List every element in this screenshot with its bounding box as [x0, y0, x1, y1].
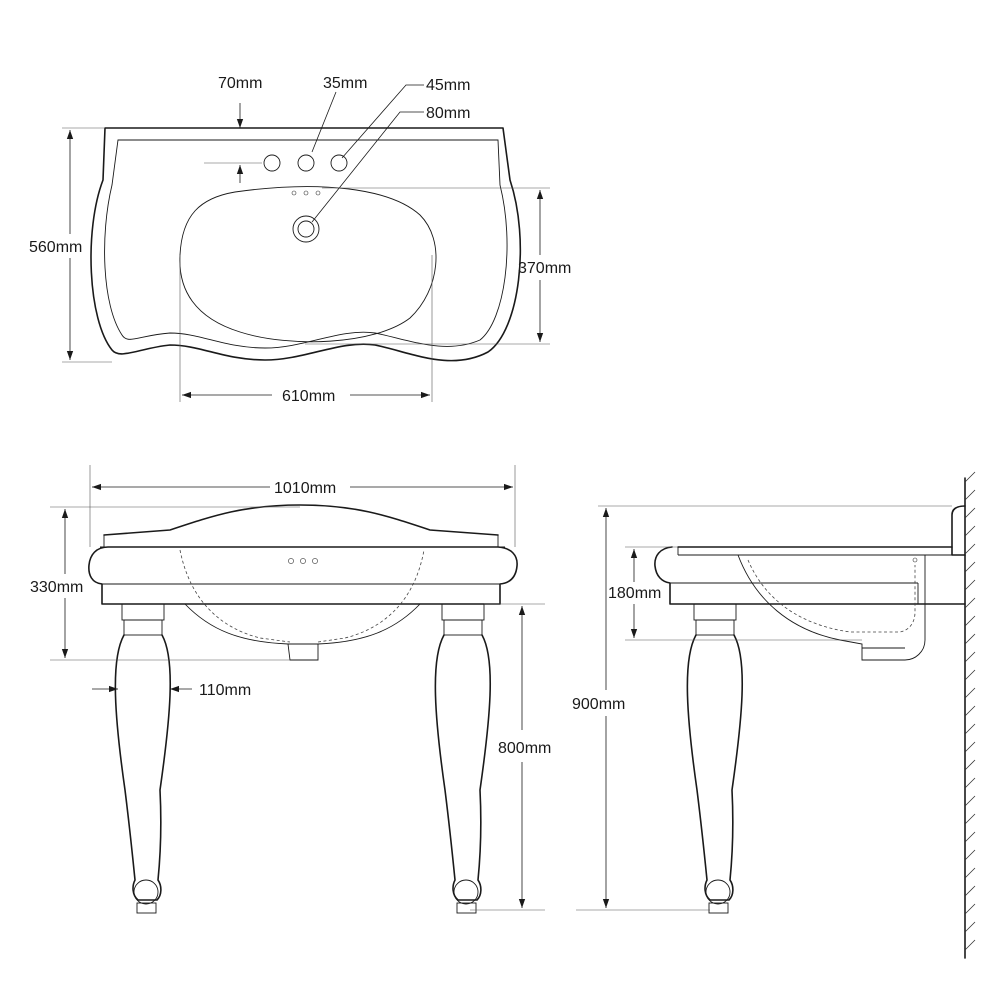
- overflow-hole: [312, 558, 318, 564]
- plan-view: 70mm 35mm 45mm 80mm 560mm 370mm 610mm: [29, 75, 571, 405]
- dim-label-800mm: 800mm: [498, 740, 551, 757]
- overflow-hole: [315, 190, 321, 196]
- tap-hole-left: [263, 154, 281, 172]
- leader-80mm: [311, 111, 424, 223]
- side-basin-profile: [654, 546, 966, 605]
- dim-label-110mm: 110mm: [199, 682, 251, 699]
- dim-label-180mm: 180mm: [608, 585, 661, 602]
- front-leg-left: [114, 603, 171, 914]
- front-rolltop: [88, 546, 518, 605]
- plan-inner-rim: [104, 139, 508, 349]
- overflow-hole: [288, 558, 294, 564]
- waste-surround: [292, 215, 320, 243]
- dim-label-610mm: 610mm: [282, 388, 335, 405]
- overflow-hole: [300, 558, 306, 564]
- front-waste-outlet: [287, 643, 319, 661]
- front-upstand: [103, 504, 499, 536]
- front-view: 1010mm 330mm 110mm 800mm: [30, 465, 551, 914]
- side-leg: [686, 603, 743, 914]
- side-bowl-hidden: [747, 559, 916, 633]
- dim-label-70mm: 70mm: [218, 75, 262, 92]
- dim-label-900mm: 900mm: [572, 696, 625, 713]
- dim-label-1010mm: 1010mm: [274, 480, 336, 497]
- dim-label-35mm: 35mm: [323, 75, 367, 92]
- side-overflow: [912, 557, 918, 563]
- plan-outer-outline: [90, 127, 522, 362]
- leader-35mm: [311, 91, 337, 153]
- dim-label-80mm: 80mm: [426, 105, 470, 122]
- wall-hatching: [964, 471, 976, 951]
- overflow-hole: [291, 190, 297, 196]
- waste-hole: [297, 220, 315, 238]
- front-bowl-hidden: [179, 549, 425, 643]
- plan-bowl: [179, 186, 437, 343]
- leader-45mm: [341, 84, 424, 159]
- front-bowl-underside: [184, 603, 421, 645]
- tap-hole-right: [330, 154, 348, 172]
- side-view: 900mm 180mm: [572, 471, 976, 959]
- dim-label-45mm: 45mm: [426, 77, 470, 94]
- tap-hole-centre: [297, 154, 315, 172]
- overflow-hole: [303, 190, 309, 196]
- side-bowl: [737, 554, 926, 661]
- dim-label-330mm: 330mm: [30, 579, 83, 596]
- dim-label-370mm: 370mm: [518, 260, 571, 277]
- front-leg-right: [434, 603, 491, 914]
- side-upstand: [951, 505, 966, 548]
- dim-label-560mm: 560mm: [29, 239, 82, 256]
